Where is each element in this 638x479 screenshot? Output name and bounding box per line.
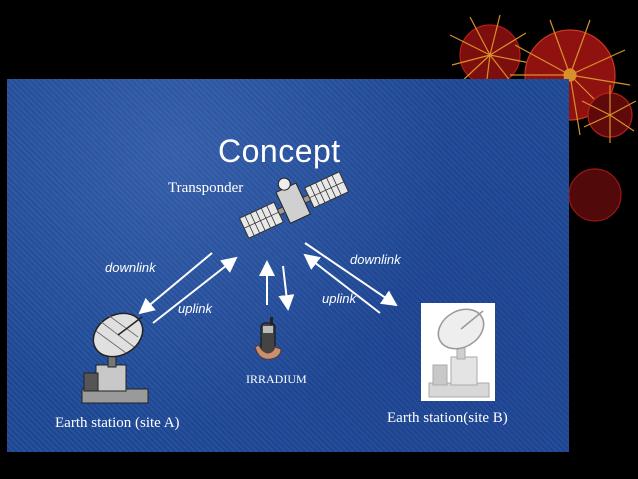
uplink-left-label: uplink bbox=[178, 301, 212, 316]
downlink-right-label: downlink bbox=[350, 252, 401, 267]
downlink-left-arrow bbox=[138, 252, 213, 315]
satellite-dish-icon bbox=[81, 312, 149, 404]
downlink-right-arrow bbox=[304, 242, 398, 307]
downlink-left-label: downlink bbox=[105, 260, 156, 275]
irradium-label: IRRADIUM bbox=[246, 372, 307, 386]
transponder-label: Transponder bbox=[168, 180, 244, 196]
earth-station-a-label: Earth station (site A) bbox=[55, 415, 180, 431]
satellite-dish-icon bbox=[421, 303, 495, 401]
uplink-right-arrow bbox=[303, 253, 381, 314]
satellite-phone-icon bbox=[254, 317, 282, 360]
uplink-left-arrow bbox=[152, 256, 238, 324]
uplink-right-label: uplink bbox=[322, 291, 356, 306]
firework-decoration bbox=[449, 14, 637, 222]
earth-station-b-label: Earth station(site B) bbox=[387, 410, 508, 426]
page-title: Concept bbox=[218, 133, 341, 169]
downlink-center-arrow bbox=[278, 265, 295, 311]
satellite-icon bbox=[238, 171, 350, 239]
